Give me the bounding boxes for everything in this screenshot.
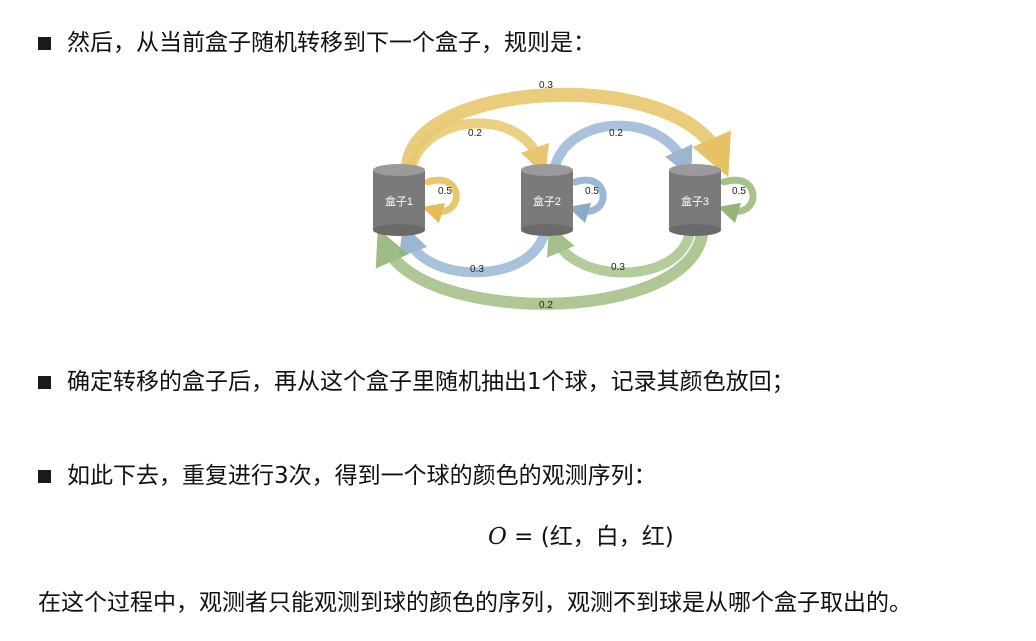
bullet-item-repeat: 如此下去，重复进行3次，得到一个球的颜色的观测序列：	[38, 461, 657, 491]
arrow-box3-to-box1	[375, 228, 708, 310]
arrow-box1-to-box2	[407, 118, 550, 177]
bullet-square-icon	[38, 375, 51, 389]
label-box2-self: 0.5	[585, 186, 599, 197]
arrow-box3-to-box2	[547, 224, 695, 278]
self-loop-box1	[421, 176, 460, 224]
self-loop-box3	[717, 176, 757, 224]
box3-label: 盒子3	[681, 194, 709, 208]
transition-diagram: 盒子1 盒子2 盒子3 0.3 0.2 0.2 0.5 0.5 0.5 0.3 …	[373, 80, 757, 311]
formula-symbol: O	[488, 524, 507, 550]
arrow-box2-to-box1	[399, 223, 550, 278]
label-box3-to-box1: 0.2	[539, 300, 553, 311]
box2-cylinder: 盒子2	[521, 164, 573, 236]
arrow-box1-to-box3	[401, 87, 731, 178]
footer-text: 在这个过程中，观测者只能观测到球的颜色的序列，观测不到球是从哪个盒子取出的。	[38, 590, 912, 616]
label-box3-self: 0.5	[732, 186, 746, 197]
observation-formula: O = (红，白，红)	[488, 522, 674, 552]
label-box1-self: 0.5	[438, 186, 452, 197]
bullet-square-icon	[38, 469, 51, 483]
label-box2-to-box3: 0.2	[609, 128, 623, 139]
bullet-text: 确定转移的盒子后，再从这个盒子里随机抽出1个球，记录其颜色放回；	[67, 369, 795, 395]
box3-cylinder: 盒子3	[669, 164, 721, 236]
label-box2-to-box1: 0.3	[470, 264, 484, 275]
label-box1-to-box2: 0.2	[468, 128, 482, 139]
box1-cylinder: 盒子1	[373, 164, 425, 236]
bullet-text: 然后，从当前盒子随机转移到下一个盒子，规则是：	[67, 30, 596, 56]
box1-label: 盒子1	[385, 194, 413, 208]
self-loop-box2	[567, 176, 607, 224]
box2-label: 盒子2	[533, 194, 561, 208]
bullet-text: 如此下去，重复进行3次，得到一个球的颜色的观测序列：	[67, 463, 657, 489]
bullet-square-icon	[38, 36, 51, 50]
formula-sequence: = (红，白，红)	[506, 524, 674, 550]
arrow-box2-to-box3	[550, 120, 693, 178]
bullet-item-transition-rule: 然后，从当前盒子随机转移到下一个盒子，规则是：	[38, 28, 596, 58]
label-box1-to-box3: 0.3	[539, 80, 553, 91]
label-box3-to-box2: 0.3	[611, 262, 625, 273]
bullet-item-draw-ball: 确定转移的盒子后，再从这个盒子里随机抽出1个球，记录其颜色放回；	[38, 367, 795, 397]
